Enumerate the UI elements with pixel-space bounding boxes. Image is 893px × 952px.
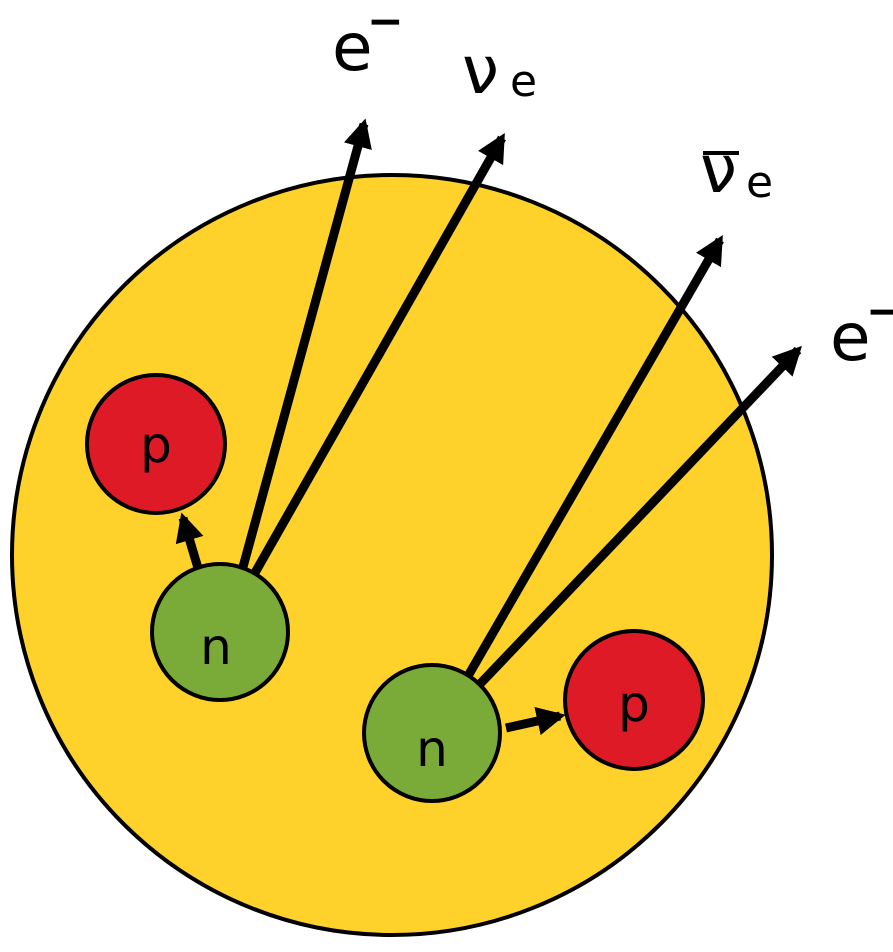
nucleus-circle (10, 173, 774, 937)
electron-right-symbol: e (830, 299, 871, 376)
arrow-to-proton-right (505, 706, 566, 736)
neutron-left-circle (150, 562, 290, 702)
antineutrino-symbol: ν (700, 131, 737, 208)
label-neutrino: ν e (462, 32, 537, 109)
arrow-to-proton-left (175, 512, 204, 570)
neutron-left-label: n (200, 618, 232, 676)
arrow-neutrino (248, 132, 506, 581)
electron-left-superscript: − (367, 0, 404, 47)
proton-left-circle (85, 373, 227, 515)
neutrino-symbol: ν (462, 32, 499, 109)
proton-right-label: p (618, 675, 650, 733)
label-electron-left: e − (332, 0, 404, 86)
proton-left-label: p (140, 416, 172, 474)
antineutrino-subscript: e (746, 157, 773, 208)
arrow-antineutrino (464, 235, 724, 679)
arrow-electron-left (235, 118, 372, 580)
proton-right-circle (563, 629, 705, 771)
neutron-right-circle (362, 663, 502, 803)
neutron-right-label: n (416, 720, 448, 778)
electron-right-superscript: − (866, 286, 893, 337)
neutrino-subscript: e (510, 56, 537, 107)
arrow-electron-right (476, 345, 802, 688)
label-antineutrino: ν e (700, 131, 773, 208)
electron-left-symbol: e (332, 9, 373, 86)
label-electron-right: e − (830, 286, 893, 376)
